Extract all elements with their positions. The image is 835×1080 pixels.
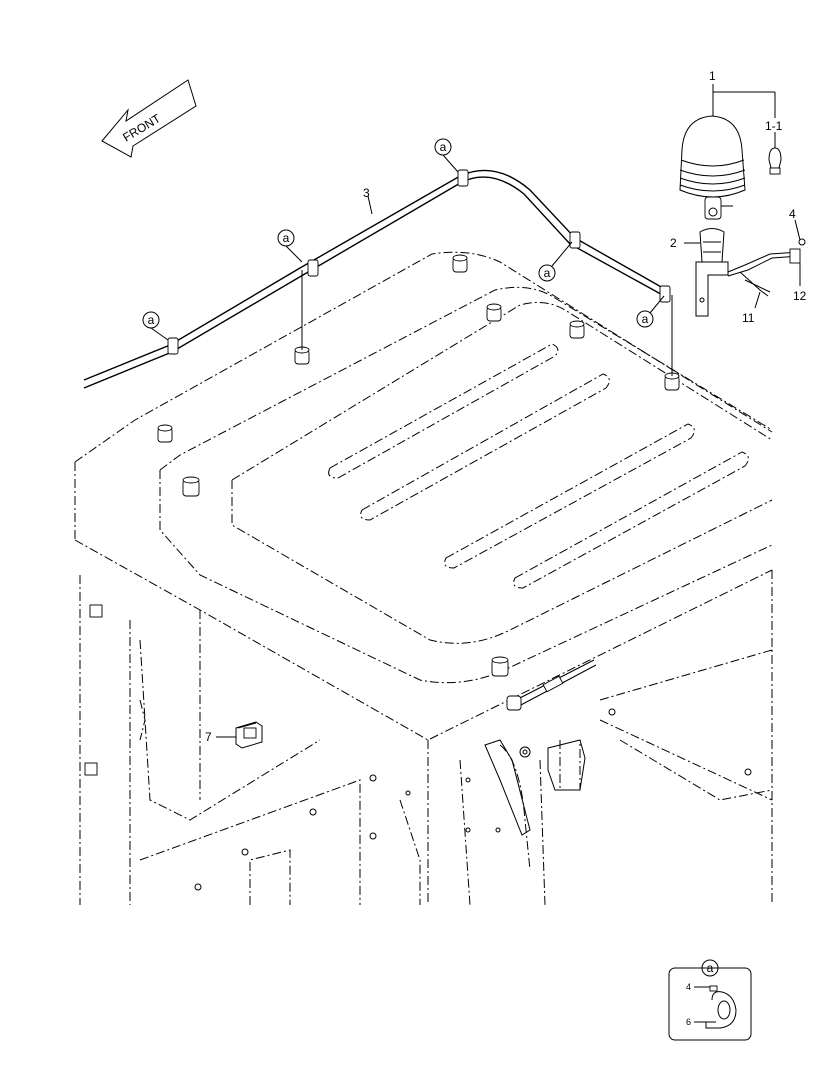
cab-hardware [84, 604, 752, 891]
part-label-2: 2 [670, 236, 677, 250]
part-label-1: 1 [709, 69, 716, 83]
harness-clip [569, 231, 581, 249]
leader-lines [216, 84, 801, 738]
harness-clip [457, 169, 469, 187]
cab-roof-outline [74, 251, 773, 906]
front-direction-arrow-icon: FRONT [101, 79, 197, 158]
part-label-3: 3 [363, 186, 370, 200]
detail-a-inset: a 4 6 [668, 959, 752, 1041]
callout-a: a [277, 229, 303, 263]
part-label-1-1: 1-1 [765, 119, 783, 133]
callout-a: a [636, 295, 665, 328]
roof-mount-pads [157, 254, 680, 677]
svg-text:a: a [148, 313, 155, 327]
svg-text:a: a [283, 231, 290, 245]
wire-harness [83, 169, 673, 389]
callout-markers: a a a a a [142, 138, 665, 341]
rotating-beacon-icon [679, 115, 746, 220]
roof-ribs [328, 343, 749, 589]
detail-label-6: 6 [686, 1017, 691, 1027]
harness-clip [307, 259, 319, 277]
svg-text:a: a [440, 140, 447, 154]
harness-clip [167, 337, 179, 355]
detail-callout-a: a [707, 961, 714, 975]
rocker-switch-icon [235, 721, 263, 749]
svg-text:a: a [642, 312, 649, 326]
part-label-11: 11 [742, 311, 755, 325]
svg-text:a: a [544, 266, 551, 280]
bulb-icon [768, 147, 782, 175]
callout-a: a [434, 138, 459, 173]
part-label-4: 4 [789, 207, 796, 221]
part-label-12: 12 [793, 289, 807, 303]
part-label-7: 7 [205, 730, 212, 744]
beacon-cable [727, 238, 806, 297]
mounting-bracket [695, 228, 729, 317]
gas-strut [506, 659, 597, 711]
callout-a: a [538, 241, 573, 282]
detail-label-4: 4 [686, 982, 691, 992]
cable-clamp-icon [705, 985, 737, 1029]
callout-a: a [142, 311, 169, 341]
